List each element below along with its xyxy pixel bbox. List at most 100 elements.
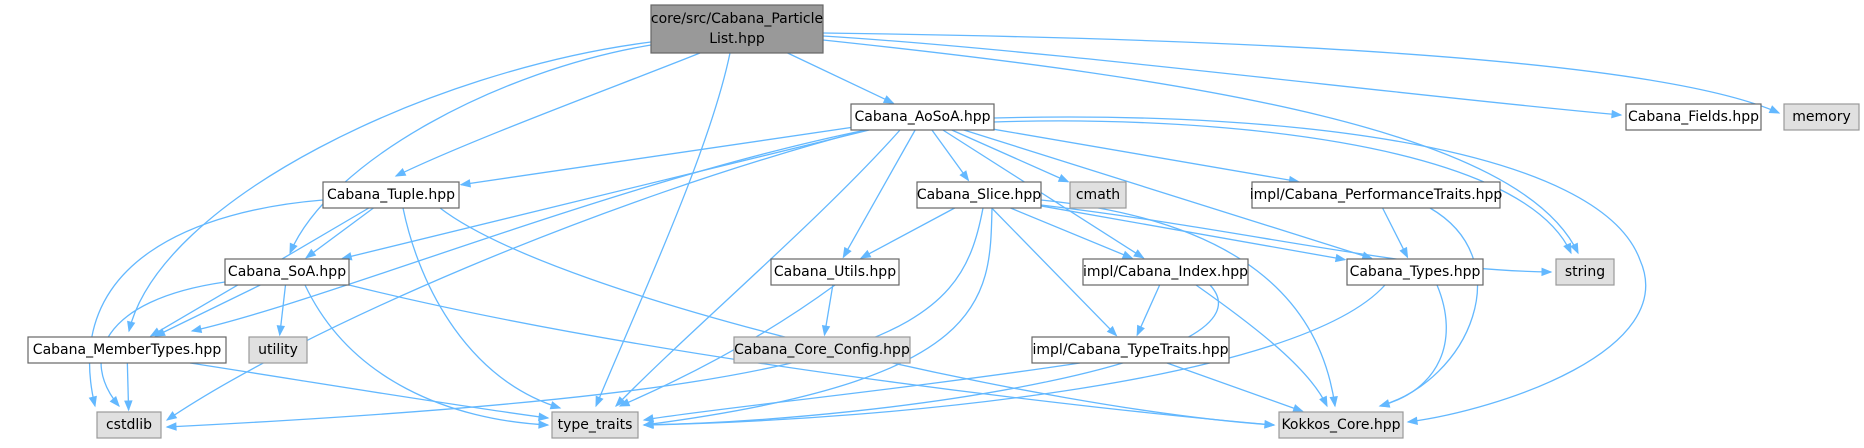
edge-line: [991, 207, 1117, 337]
edge-line: [963, 129, 1372, 260]
edge-line: [993, 116, 1647, 423]
arrow-head: [1136, 324, 1145, 337]
edge-soa-to-type_traits: [304, 284, 550, 429]
arrow-head: [538, 412, 550, 421]
edge-member_types-to-cstdlib: [124, 362, 133, 412]
node-label: Cabana_Types.hpp: [1350, 264, 1481, 280]
arrow-head: [842, 246, 852, 259]
node-index[interactable]: impl/Cabana_Index.hpp: [1082, 258, 1249, 286]
node-utils[interactable]: Cabana_Utils.hpp: [770, 258, 900, 286]
node-soa[interactable]: Cabana_SoA.hpp: [224, 258, 350, 286]
node-aosoa[interactable]: Cabana_AoSoA.hpp: [850, 103, 995, 131]
edge-types-to-kokkos_core: [1378, 284, 1447, 408]
node-label: Cabana_Core_Config.hpp: [734, 342, 910, 358]
arrow-head: [305, 248, 317, 259]
edge-aosoa-to-cstdlib: [165, 129, 867, 421]
edge-line: [289, 44, 652, 254]
node-label: memory: [1792, 109, 1851, 125]
node-slice[interactable]: Cabana_Slice.hpp: [916, 181, 1042, 209]
node-box: [1555, 258, 1615, 286]
arrow-head: [165, 411, 178, 421]
arrow-head: [618, 398, 631, 407]
node-label: Cabana_Utils.hpp: [774, 264, 896, 280]
edge-slice-to-types: [1040, 205, 1347, 263]
node-box: [770, 258, 900, 286]
node-types[interactable]: Cabana_Types.hpp: [1346, 258, 1484, 286]
edge-slice-to-cstdlib: [165, 207, 984, 431]
arrow-head: [1329, 396, 1338, 408]
arrow-head: [127, 320, 136, 333]
edge-line: [951, 129, 1069, 183]
edges-layer: [88, 32, 1781, 431]
arrow-head: [859, 249, 872, 259]
node-box: [224, 258, 350, 286]
arrow-head: [394, 168, 407, 177]
edge-line: [348, 284, 1275, 426]
edge-slice-to-utils: [859, 207, 955, 259]
edge-line: [166, 129, 867, 421]
edge-slice-to-type_traits_impl: [991, 207, 1118, 337]
edge-line: [595, 52, 731, 407]
node-label: Cabana_Slice.hpp: [917, 187, 1041, 203]
arrow-head: [1121, 250, 1134, 259]
node-core-config: Cabana_Core_Config.hpp: [733, 336, 911, 364]
edge-line: [1166, 362, 1303, 412]
node-type-traits-impl[interactable]: impl/Cabana_TypeTraits.hpp: [1031, 336, 1230, 364]
edge-line: [166, 207, 984, 428]
edge-line: [942, 129, 1144, 259]
arrow-head: [1133, 249, 1145, 259]
node-utility: utility: [248, 336, 308, 364]
edge-aosoa-to-cmath: [951, 129, 1070, 183]
edge-line: [402, 207, 561, 409]
edge-line: [460, 126, 852, 186]
node-label: string: [1565, 264, 1605, 280]
edge-line: [1379, 284, 1447, 407]
node-label: Cabana_SoA.hpp: [228, 264, 346, 280]
edge-line: [1010, 207, 1133, 259]
node-perf-traits[interactable]: impl/Cabana_PerformanceTraits.hpp: [1250, 181, 1503, 209]
node-tuple[interactable]: Cabana_Tuple.hpp: [322, 181, 460, 209]
arrow-head: [1570, 242, 1579, 255]
node-label: Cabana_AoSoA.hpp: [854, 109, 990, 125]
node-string: string: [1555, 258, 1615, 286]
edge-particle_list-to-soa: [289, 44, 652, 255]
arrow-head: [88, 395, 97, 408]
edge-line: [822, 32, 1780, 114]
node-label: core/src/Cabana_Particle: [651, 11, 823, 27]
node-box: [27, 336, 227, 364]
node-box: [1625, 103, 1762, 131]
arrow-head: [642, 420, 654, 430]
edge-tuple-to-type_traits: [402, 207, 562, 410]
arrow-head: [549, 401, 562, 410]
arrow-head: [109, 396, 120, 408]
node-label: Cabana_Fields.hpp: [1628, 109, 1759, 125]
edge-aosoa-to-utils: [842, 129, 916, 259]
edge-line: [305, 207, 374, 259]
node-label: cmath: [1076, 187, 1120, 203]
edge-line: [643, 284, 1219, 426]
edge-line: [615, 129, 901, 407]
edge-soa-to-kokkos_core: [348, 284, 1276, 429]
node-member-types[interactable]: Cabana_MemberTypes.hpp: [27, 336, 227, 364]
edge-line: [128, 41, 652, 332]
edge-line: [342, 129, 870, 260]
edge-aosoa-to-kokkos_core: [993, 116, 1647, 425]
arrow-head: [642, 414, 655, 423]
edge-slice-to-string: [1040, 204, 1553, 277]
node-box: [850, 103, 995, 131]
arrow-head: [1399, 246, 1409, 259]
arrow-head: [615, 396, 626, 407]
arrow-head: [124, 400, 133, 412]
edge-aosoa-to-member_types: [190, 129, 867, 334]
node-fields[interactable]: Cabana_Fields.hpp: [1625, 103, 1762, 131]
edge-line: [1040, 205, 1346, 261]
arrow-head: [1378, 399, 1391, 408]
edge-line: [822, 35, 1622, 116]
node-label: type_traits: [558, 417, 633, 433]
edge-line: [842, 129, 916, 258]
node-box: [650, 4, 824, 54]
node-box: [551, 411, 639, 439]
node-cstdlib: cstdlib: [96, 411, 162, 439]
